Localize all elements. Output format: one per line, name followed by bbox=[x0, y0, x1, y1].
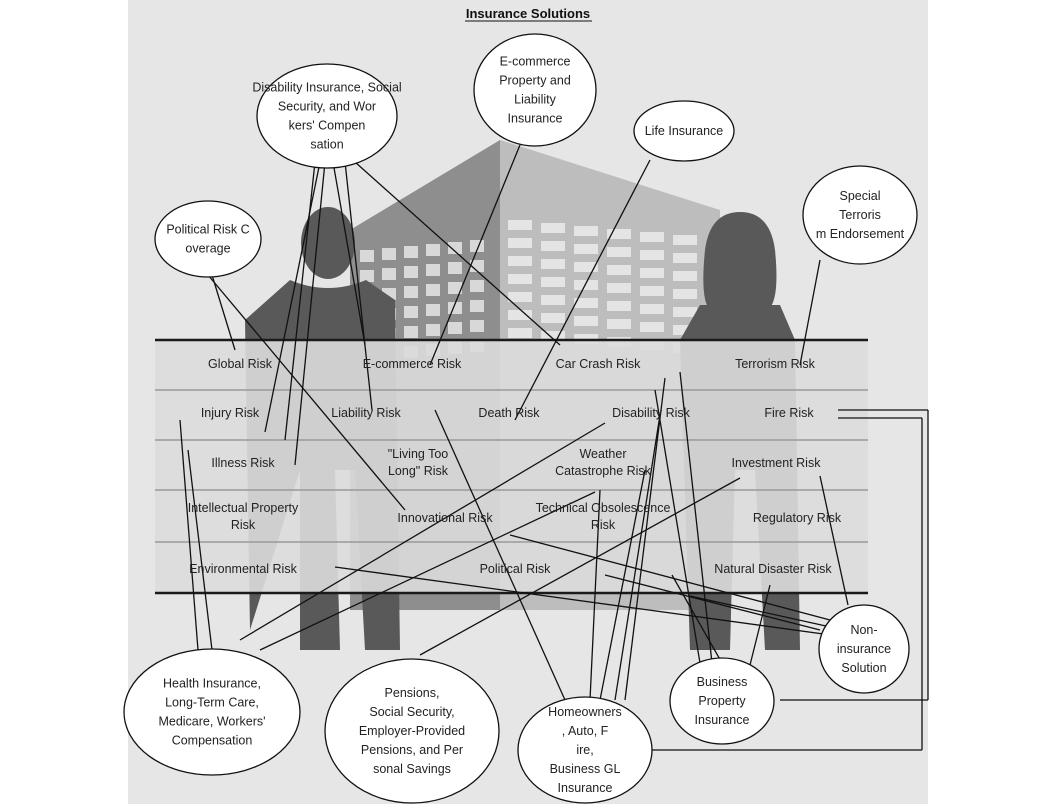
risk-label-terrorism: Terrorism Risk bbox=[735, 357, 816, 371]
connector-lines bbox=[179, 144, 929, 751]
risk-label-global: Global Risk bbox=[208, 357, 273, 371]
diagram-title: Insurance Solutions bbox=[466, 6, 590, 21]
risk-puzzle-band bbox=[155, 338, 868, 595]
solution-label-life_ins: Life Insurance bbox=[645, 124, 724, 138]
risk-label-illness: Illness Risk bbox=[211, 456, 275, 470]
risk-label-fire: Fire Risk bbox=[764, 406, 814, 420]
solution-label-health_ins: Health Insurance,Long-Term Care,Medicare… bbox=[158, 677, 265, 748]
risk-label-death: Death Risk bbox=[478, 406, 540, 420]
risk-label-environmental: Environmental Risk bbox=[189, 562, 297, 576]
risk-label-injury: Injury Risk bbox=[201, 406, 260, 420]
risk-label-liability: Liability Risk bbox=[331, 406, 401, 420]
risk-label-natural: Natural Disaster Risk bbox=[714, 562, 832, 576]
risk-label-regulatory: Regulatory Risk bbox=[753, 511, 842, 525]
solution-label-pensions: Pensions,Social Security,Employer-Provid… bbox=[359, 686, 465, 776]
solution-bubble-pensions: Pensions,Social Security,Employer-Provid… bbox=[324, 658, 500, 804]
risk-label-carcrash: Car Crash Risk bbox=[556, 357, 641, 371]
solution-bubble-life_ins: Life Insurance bbox=[633, 100, 735, 162]
risk-label-political: Political Risk bbox=[480, 562, 552, 576]
risk-label-disability: Disability Risk bbox=[612, 406, 691, 420]
risk-label-ecommerce: E-commerce Risk bbox=[363, 357, 462, 371]
risk-label-innovational: Innovational Risk bbox=[397, 511, 493, 525]
risk-label-investment: Investment Risk bbox=[732, 456, 822, 470]
solution-bubble-health_ins: Health Insurance,Long-Term Care,Medicare… bbox=[123, 648, 301, 776]
